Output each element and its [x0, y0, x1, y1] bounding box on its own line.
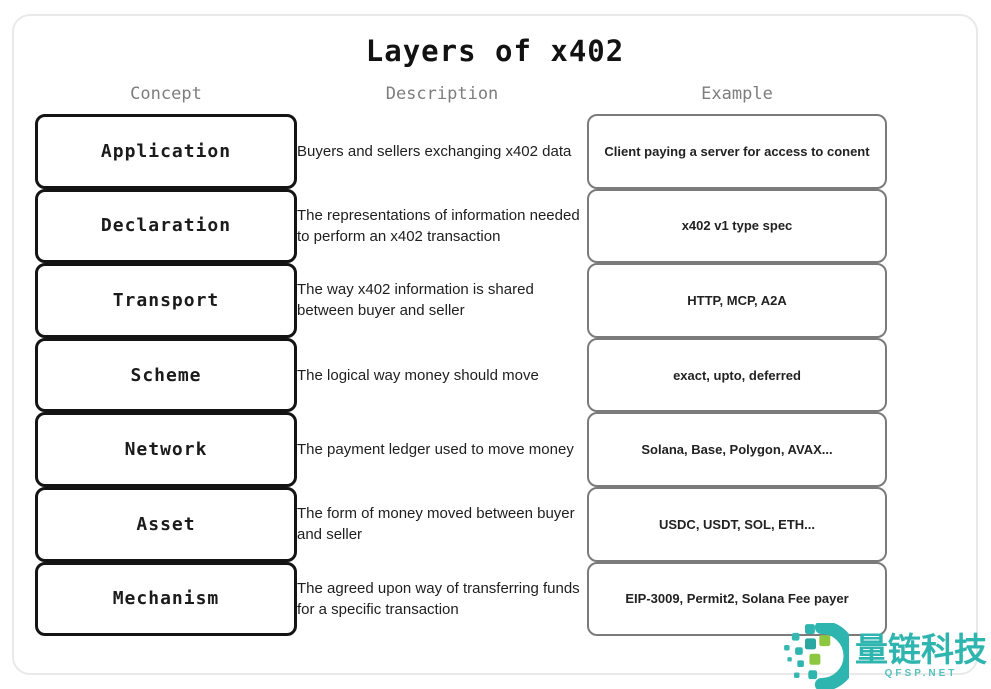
description-text: The way x402 information is shared betwe… [297, 281, 534, 320]
concept-box: Asset [35, 486, 297, 562]
description-text: The agreed upon way of transferring fund… [297, 579, 580, 618]
concept-box: Mechanism [35, 561, 297, 637]
example-box: exact, upto, deferred [587, 337, 887, 413]
column-header-example: Example [701, 84, 773, 104]
example-box: Solana, Base, Polygon, AVAX... [587, 412, 887, 487]
example-box: EIP-3009, Permit2, Solana Fee payer [587, 561, 887, 637]
example-box: HTTP, MCP, A2A [587, 263, 887, 338]
description-text: The representations of information neede… [297, 206, 580, 245]
description-text: The form of money moved between buyer an… [297, 505, 575, 544]
example-box: x402 v1 type spec [587, 188, 887, 264]
diagram-card: Layers of x402 Concept Description Examp… [12, 14, 978, 675]
pixel-circle-logo-icon [784, 623, 849, 689]
watermark: 量链科技 QFSP.NET [783, 623, 987, 689]
watermark-brand: 量链科技 [855, 631, 987, 668]
layers-table: Application Buyers and sellers exchangin… [14, 114, 976, 637]
watermark-text: 量链科技 QFSP.NET [855, 631, 987, 680]
watermark-site: QFSP.NET [884, 668, 958, 679]
description-text: The payment ledger used to move money [297, 441, 574, 459]
concept-box: Application [35, 114, 297, 189]
column-header-concept: Concept [130, 84, 202, 104]
concept-box: Declaration [35, 188, 297, 264]
concept-box: Scheme [35, 337, 297, 413]
page-title: Layers of x402 [365, 34, 625, 68]
concept-box: Network [35, 412, 297, 487]
concept-box: Transport [35, 263, 297, 338]
column-header-description: Description [385, 84, 499, 104]
column-headers: Concept Description Example [14, 84, 976, 114]
description-text: Buyers and sellers exchanging x402 data [297, 142, 572, 160]
example-box: Client paying a server for access to con… [587, 114, 887, 189]
example-box: USDC, USDT, SOL, ETH... [587, 486, 887, 562]
description-text: The logical way money should move [297, 366, 539, 384]
